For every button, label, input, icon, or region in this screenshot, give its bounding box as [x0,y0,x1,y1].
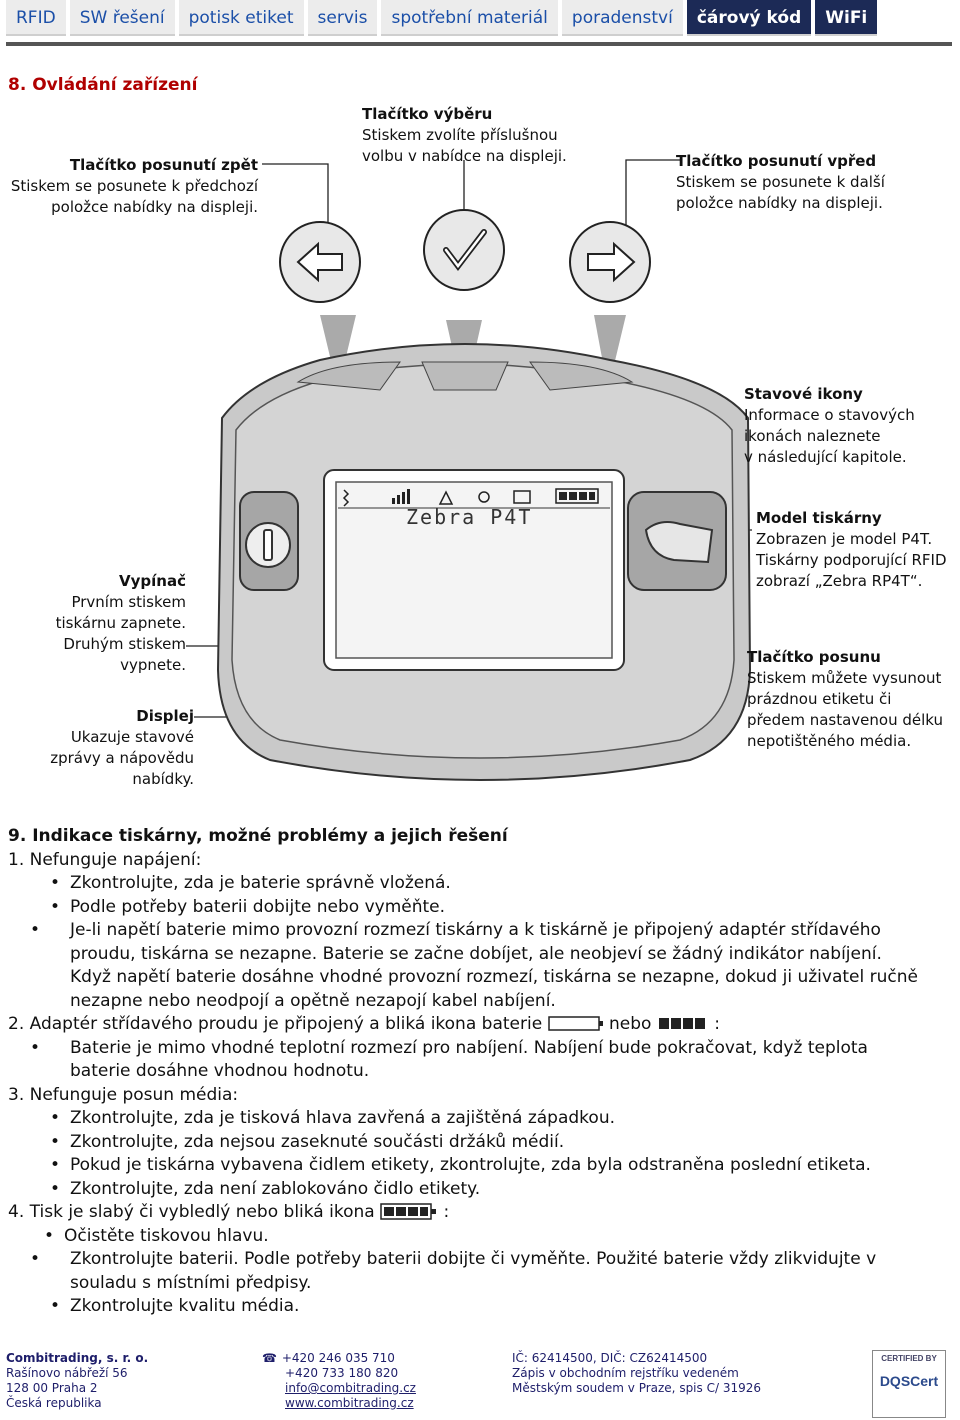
list-item: Pokud je tiskárna vybavena čidlem etiket… [50,1154,952,1178]
label-display: Displej Ukazuje stavové zprávy a nápověd… [50,707,194,788]
list-item: Zkontrolujte, zda je baterie správně vlo… [50,872,952,896]
forward-button-icon [569,221,651,390]
section-8-title: 8. Ovládání zařízení [8,75,198,95]
status-icons [342,488,599,507]
item-1-list: Zkontrolujte, zda je baterie správně vlo… [8,872,952,1013]
top-navigation: RFID SW řešení potisk etiket servis spot… [6,0,952,46]
nav-wifi[interactable]: WiFi [815,0,878,36]
list-item: Očistěte tiskovou hlavu. [44,1225,952,1249]
nav-carovy-kod[interactable]: čárový kód [686,0,812,36]
battery-icon [380,1203,437,1220]
certification-logo: CERTIFIED BY DQSCert [872,1350,946,1418]
email-link[interactable]: info@combitrading.cz [285,1381,416,1395]
nav-divider [6,42,952,46]
section-9: 9. Indikace tiskárny, možné problémy a j… [8,825,952,1319]
label-feed: Tlačítko posunu Stiskem můžete vysunout … [747,648,944,750]
list-item: Podle potřeby baterii dobijte nebo vyměň… [50,896,952,920]
section-9-title: 9. Indikace tiskárny, možné problémy a j… [8,826,508,846]
footer-contact: ☎ +420 246 035 710 +420 733 180 820 info… [262,1351,416,1410]
list-item: Zkontrolujte, zda nejsou zaseknuté součá… [50,1131,952,1155]
label-model: Model tiskárny Zobrazen je model P4T. Ti… [756,509,947,590]
item-1-heading: 1. Nefunguje napájení: [8,849,202,870]
battery-full-icon [658,1018,705,1029]
printer-diagram: Zebra P4T [186,159,752,781]
list-item: Zkontrolujte, zda není zablokováno čidlo… [50,1178,952,1202]
back-button-icon [279,221,361,390]
label-select: Tlačítko výběru Stiskem zvolíte příslušn… [362,105,567,165]
nav-poradenstvi[interactable]: poradenství [561,0,683,36]
label-forward: Tlačítko posunutí vpřed Stiskem se posun… [676,152,885,212]
label-power: Vypínač Prvním stiskem tiskárnu zapnete.… [55,572,186,674]
nav-sw[interactable]: SW řešení [69,0,175,36]
item-2-heading: 2. Adaptér střídavého proudu je připojen… [8,1014,720,1034]
display-text: Zebra P4T [406,505,532,529]
nav-spotrebni[interactable]: spotřební materiál [381,0,558,36]
list-item: Zkontrolujte, zda je tisková hlava zavře… [50,1107,952,1131]
battery-empty-icon [547,1016,603,1031]
label-status: Stavové ikony Informace o stavových ikon… [744,385,915,466]
nav-servis[interactable]: servis [307,0,378,36]
footer-registration: IČ: 62414500, DIČ: CZ62414500 Zápis v ob… [512,1351,761,1395]
website-link[interactable]: www.combitrading.cz [285,1396,414,1410]
list-item: Je-li napětí baterie mimo provozní rozme… [30,919,952,1013]
label-back: Tlačítko posunutí zpět Stiskem se posune… [10,156,258,216]
list-item: Zkontrolujte baterii. Podle potřeby bate… [30,1248,952,1295]
nav-rfid[interactable]: RFID [6,0,66,36]
display-screen [335,481,613,659]
list-item: Zkontrolujte kvalitu média. [50,1295,952,1319]
list-item: Baterie je mimo vhodné teplotní rozmezí … [30,1037,952,1084]
footer-company: Combitrading, s. r. o. Rašínovo nábřeží … [6,1351,149,1410]
item-4-heading: 4. Tisk je slabý či vybledlý nebo bliká … [8,1202,450,1222]
phone-icon: ☎ [262,1351,277,1365]
item-3-heading: 3. Nefunguje posun média: [8,1084,239,1105]
nav-potisk[interactable]: potisk etiket [178,0,304,36]
